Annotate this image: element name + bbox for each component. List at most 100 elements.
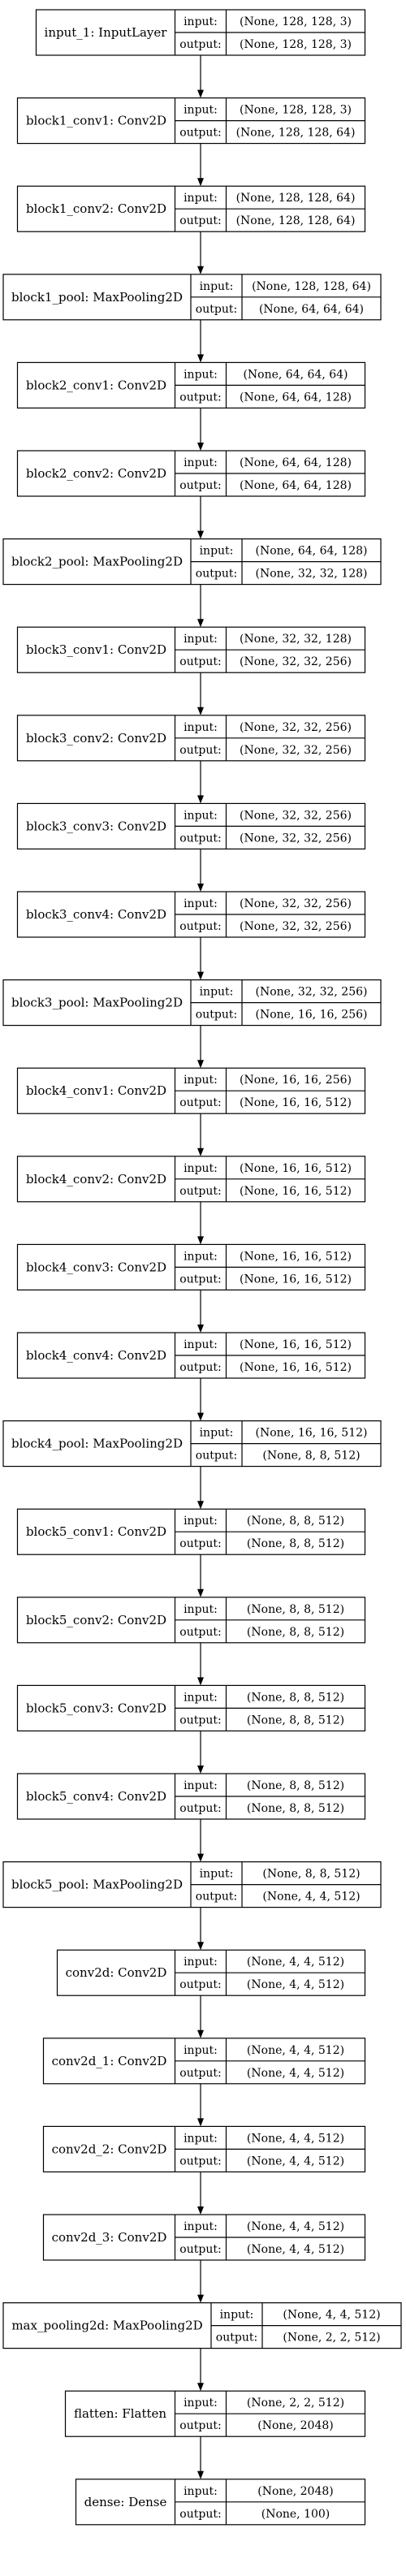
input-shape: (None, 128, 128, 3) [240, 15, 352, 28]
layer-name: block5_pool: MaxPooling2D [11, 1878, 183, 1892]
output-shape: (None, 4, 4, 512) [247, 2243, 344, 2256]
layer-name: flatten: Flatten [74, 2406, 166, 2421]
layer-node: block2_conv1: Conv2Dinput:output:(None, … [16, 361, 366, 408]
output-label: output: [179, 744, 221, 757]
layer-name: block1_pool: MaxPooling2D [11, 290, 183, 305]
output-label: output: [179, 1185, 221, 1198]
layer-node: block4_conv3: Conv2Dinput:output:(None, … [16, 1243, 366, 1291]
output-shape: (None, 4, 4, 512) [247, 1978, 344, 1991]
layer-name: block3_pool: MaxPooling2D [11, 996, 183, 1010]
output-shape: (None, 64, 64, 64) [259, 303, 364, 316]
input-label: input: [184, 809, 218, 822]
layer-name: input_1: InputLayer [45, 25, 168, 40]
input-shape: (None, 32, 32, 256) [240, 721, 352, 734]
output-shape: (None, 8, 8, 512) [247, 1714, 344, 1727]
output-label: output: [179, 214, 221, 227]
connection-arrow [197, 231, 204, 274]
connection-arrow [197, 319, 204, 363]
input-shape: (None, 16, 16, 256) [240, 1074, 352, 1087]
input-shape: (None, 8, 8, 512) [262, 1868, 360, 1881]
input-label: input: [200, 1868, 234, 1881]
output-shape: (None, 2, 2, 512) [283, 2332, 380, 2345]
input-shape: (None, 8, 8, 512) [247, 1603, 344, 1616]
layer-name: block2_conv2: Conv2D [26, 466, 166, 481]
output-label: output: [196, 303, 237, 316]
output-label: output: [179, 391, 221, 404]
output-shape: (None, 32, 32, 256) [240, 920, 352, 933]
output-shape: (None, 32, 32, 256) [240, 832, 352, 845]
layer-node: block3_conv3: Conv2D input: output: (None, … [16, 802, 366, 850]
input-shape: (None, 32, 32, 256) [256, 986, 368, 999]
input-label: input: [184, 1250, 218, 1263]
input-label: input: [184, 1779, 218, 1792]
input-shape: (None, 32, 32, 128) [240, 633, 352, 646]
output-label: output: [179, 38, 221, 51]
connection-arrow [197, 937, 204, 980]
layer-node: block4_pool: MaxPooling2Dinput:output:(N… [2, 1420, 382, 1467]
input-label: input: [200, 280, 234, 293]
output-label: output: [179, 1273, 221, 1286]
layer-name: block3_conv2: Conv2D [26, 731, 166, 746]
connection-arrow [197, 1113, 204, 1156]
connection-arrow [197, 1819, 204, 1862]
output-label: output: [179, 832, 221, 845]
layer-name: dense: Dense [84, 2495, 167, 2509]
output-shape: (None, 16, 16, 512) [240, 1185, 352, 1198]
input-label: input: [184, 15, 218, 28]
input-label: input: [184, 456, 218, 469]
output-shape: (None, 128, 128, 64) [236, 127, 356, 140]
input-label: input: [184, 1691, 218, 1704]
output-label: output: [179, 2067, 221, 2080]
output-shape: (None, 16, 16, 256) [256, 1009, 368, 1022]
input-label: input: [184, 1956, 218, 1969]
layer-name: conv2d: Conv2D [66, 1965, 167, 1980]
output-shape: (None, 100) [261, 2508, 330, 2521]
output-label: output: [179, 2243, 221, 2256]
input-label: input: [184, 2397, 218, 2410]
layer-name: block2_conv1: Conv2D [26, 378, 166, 392]
input-label: input: [184, 2044, 218, 2057]
layer-name: max_pooling2d: MaxPooling2D [11, 2319, 202, 2333]
connection-arrow [197, 143, 204, 187]
output-shape: (None, 16, 16, 512) [240, 1096, 352, 1109]
layer-node: block4_conv2: Conv2Dinput:output:(None, … [16, 1156, 366, 1203]
layer-node: block3_conv1: Conv2Dinput:output:(None, … [16, 626, 366, 673]
input-shape: (None, 128, 128, 64) [236, 192, 356, 205]
layer-name: block3_conv3: Conv2D [26, 819, 166, 833]
input-label: input: [184, 2485, 218, 2498]
layer-node: block3_conv4: Conv2Dinput:output:(None, … [16, 891, 366, 938]
input-shape: (None, 128, 128, 64) [252, 280, 371, 293]
layer-node: block3_pool: MaxPooling2Dinput:output:(N… [2, 979, 382, 1027]
output-shape: (None, 64, 64, 128) [240, 391, 352, 404]
layer-node: block5_conv1: Conv2Dinput:output:(None, … [16, 1508, 366, 1555]
connection-arrow [197, 1378, 204, 1421]
layer-name: block5_conv1: Conv2D [26, 1524, 166, 1539]
output-shape: (None, 8, 8, 512) [247, 1626, 344, 1639]
connection-arrow [197, 1995, 204, 2038]
layer-name: block5_conv3: Conv2D [26, 1701, 166, 1715]
input-shape: (None, 16, 16, 512) [240, 1338, 352, 1351]
input-label: input: [184, 1338, 218, 1351]
input-label: input: [184, 2132, 218, 2145]
connection-arrow [197, 2083, 204, 2127]
output-shape: (None, 32, 32, 256) [240, 655, 352, 668]
connection-arrow [197, 584, 204, 628]
input-label: input: [200, 1427, 234, 1440]
output-label: output: [196, 1891, 237, 1904]
input-shape: (None, 128, 128, 3) [240, 104, 352, 117]
output-label: output: [179, 2419, 221, 2432]
output-shape: (None, 16, 16, 512) [240, 1361, 352, 1374]
input-shape: (None, 8, 8, 512) [247, 1691, 344, 1704]
layer-name: conv2d_1: Conv2D [52, 2054, 167, 2068]
output-shape: (None, 4, 4, 512) [262, 1891, 360, 1904]
layer-node: block1_pool: MaxPooling2D input: output: (N… [2, 274, 382, 321]
input-shape: (None, 4, 4, 512) [247, 2044, 344, 2057]
input-label: input: [184, 897, 218, 910]
input-shape: (None, 8, 8, 512) [247, 1515, 344, 1528]
input-shape: (None, 64, 64, 64) [243, 368, 348, 381]
layer-node: block4_conv4: Conv2Dinput:output:(None, … [16, 1332, 366, 1379]
connection-arrow [197, 2260, 204, 2303]
